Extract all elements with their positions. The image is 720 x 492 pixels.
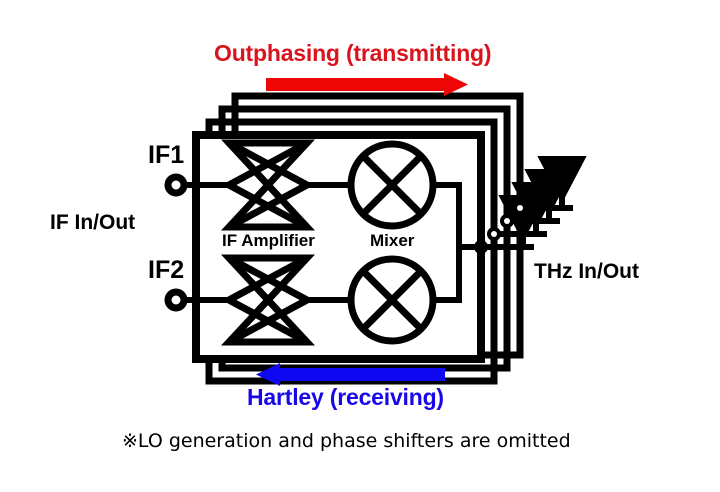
mixer-label: Mixer: [370, 231, 415, 250]
outphasing-transmit-arrow: [266, 73, 468, 96]
if1-label: IF1: [148, 141, 185, 169]
transmit-arrow-shaft: [266, 78, 446, 91]
amp1-lower-triangle: [220, 179, 316, 231]
transmit-arrow-head: [444, 73, 468, 96]
antenna-stems: [520, 186, 565, 250]
mixer2-to-combiner-trace: [433, 247, 462, 303]
hartley-title: Hartley (receiving): [247, 384, 444, 410]
if-port-terminals: [164, 173, 188, 312]
if2-label: IF2: [148, 256, 185, 284]
if2-port: [164, 288, 188, 312]
thz-in-out-label: THz In/Out: [534, 260, 639, 283]
thz-antenna-array: [498, 156, 587, 243]
if-amplifier-2-symbol: [220, 254, 316, 346]
amp2-lower-triangle: [220, 294, 316, 346]
if-in-out-label: IF In/Out: [50, 211, 136, 234]
connection-dot-hole-3: [504, 218, 510, 224]
figure-footnote: ※LO generation and phase shifters are om…: [122, 430, 571, 452]
receive-arrow-shaft: [278, 368, 445, 381]
amp1-upper-triangle: [220, 139, 316, 191]
amp1-cross-upper: [227, 139, 309, 189]
outphasing-title: Outphasing (transmitting): [214, 40, 492, 66]
mixer-1-symbol: [347, 140, 437, 230]
amp2-cross-lower: [227, 296, 309, 346]
hartley-receive-arrow: [256, 363, 445, 386]
connection-dot-hole-2: [491, 231, 497, 237]
if1-port: [164, 173, 188, 197]
connection-dot-hole-4: [517, 205, 523, 211]
mixer1-cross: [360, 153, 424, 217]
antenna-4: [537, 156, 587, 204]
mixer-2-symbol: [347, 255, 437, 345]
mixer1-to-combiner-trace: [433, 182, 462, 247]
internal-signal-traces: [180, 182, 481, 303]
if-amplifier-1-symbol: [220, 139, 316, 231]
amp1-cross-lower: [227, 181, 309, 231]
amp2-upper-triangle: [220, 254, 316, 306]
mixer2-cross: [360, 268, 424, 332]
if-amplifier-label: IF Amplifier: [222, 231, 315, 250]
receive-arrow-head: [256, 363, 280, 386]
amp2-cross-upper: [227, 254, 309, 304]
